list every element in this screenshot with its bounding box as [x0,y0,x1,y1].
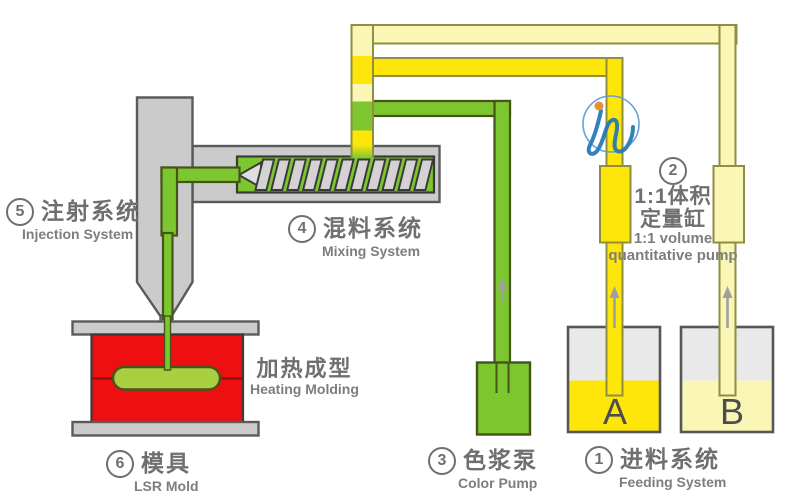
heating-zh-label: 加热成型 [256,356,353,381]
color-pump-en-label: Color Pump [458,475,538,491]
mold-bottom-plate [71,420,260,437]
feed-pipe-mouth [352,144,372,159]
feeding-en-label: Feeding System [619,474,727,490]
pipe-green-vertical [493,99,512,365]
label-lsr-mold: 6 模具 LSR Mold [106,450,199,494]
flow-up-arrow-a-head [609,286,620,298]
screw-thread [285,158,308,191]
feed-pipe-mouth-walls [350,144,374,158]
step-badge-1: 1 [585,446,613,474]
metering-zh-line1: 1:1体积 [634,185,712,208]
label-heating-molding: 加热成型 Heating Molding [250,356,359,398]
logo-ring [582,95,640,153]
step-badge-5: 5 [6,198,34,226]
injection-en-label: Injection System [22,226,134,242]
metering-zh-line2: 定量缸 [640,208,706,232]
mold-zh-label: 模具 [141,450,191,477]
tank-b-letter: B [719,391,744,432]
logo-swirl-icon [586,109,635,156]
pipe-yellow-horizontal [361,57,624,77]
mixing-zh-label: 混料系统 [323,215,423,242]
flow-up-arrow-green-head [497,279,507,289]
label-color-pump: 3 色浆泵 Color Pump [428,447,538,491]
screw-thread [301,158,323,191]
tank-a-letter: A [602,391,627,432]
label-metering-pump: 2 1:1体积 定量缸 1:1 volume quantitative pump [600,157,746,264]
step-badge-3: 3 [428,447,456,475]
logo-orange-dot [594,101,604,111]
color-pump [475,361,532,436]
feed-segment-pale-1 [352,26,372,56]
step-badge-4: 4 [288,215,316,243]
label-injection-system: 5 注射系统 Injection System [6,198,141,242]
feeding-zh-label: 进料系统 [620,446,720,473]
feed-segment-green [352,101,372,131]
feed-segment-pale-2 [352,84,372,102]
screw-thread [349,158,371,191]
color-pump-zh-label: 色浆泵 [463,447,538,474]
injection-plunger-pipe [161,231,174,321]
metering-en-line2: quantitative pump [608,246,738,264]
metering-en-line1: 1:1 volume [633,230,713,248]
injection-feed-pipe-vertical [160,166,179,237]
feed-pipe [350,24,374,160]
heating-en-label: Heating Molding [250,381,359,398]
pipe-pale-vertical-right [718,24,737,168]
brand-watermark-logo [582,95,640,156]
screw-thread [270,158,292,191]
step-badge-6: 6 [106,450,134,478]
screw-thread [317,158,339,191]
mixing-en-label: Mixing System [322,243,421,259]
lsr-mold [71,315,260,437]
feed-segment-yellow-1 [352,56,372,84]
pipe-green-horizontal [360,99,512,118]
screw-thread [365,158,387,191]
screw-thread [254,158,276,191]
flow-up-arrow-b-head [722,286,733,298]
mold-en-label: LSR Mold [134,478,199,494]
flow-arrows [497,279,733,328]
step-badge-2: 2 [659,157,687,185]
injection-zh-label: 注射系统 [41,198,141,225]
mixer-screw [236,158,435,191]
screw-thread [397,158,419,191]
screw-thread [333,158,355,191]
pipe-pale-horizontal [350,24,738,45]
color-pump-pipe-walls [495,363,510,393]
sprue-line [163,315,172,371]
label-feeding-system: 1 进料系统 Feeding System [585,446,726,490]
color-pump-box [475,361,532,436]
screw-thread [381,158,403,191]
screw-thread [413,158,435,191]
label-mixing-system: 4 混料系统 Mixing System [288,215,423,259]
feed-segment-yellow-2 [352,130,372,145]
